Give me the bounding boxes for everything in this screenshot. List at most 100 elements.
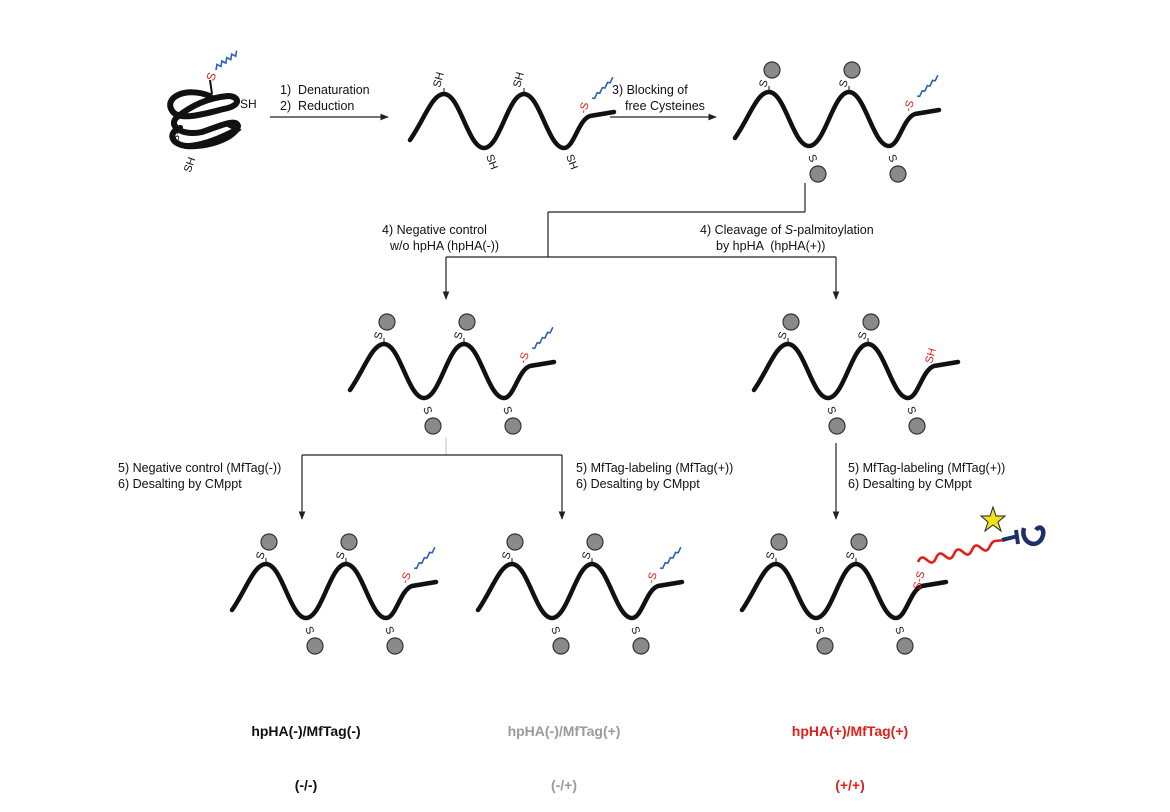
s-label: S [548, 625, 562, 636]
blocking-group [260, 533, 278, 551]
folded-protein: S SH S-S SH [167, 50, 257, 175]
mftag-label-group [916, 505, 1046, 564]
sh-label: SH [240, 97, 257, 111]
s-label: S [500, 551, 513, 561]
s-label: S [500, 405, 514, 416]
negative-control-label-2: w/o hpHA (hpHA(-)) [390, 239, 500, 253]
s-label: S [805, 153, 819, 164]
s-label: S [302, 625, 316, 636]
mftag-negative-label-1: 5) Negative control (MfTag(-)) [118, 461, 282, 475]
sh-label: SH [182, 156, 199, 175]
blocking-group [506, 533, 524, 551]
result-code: (-/-) [294, 777, 318, 793]
step-blocking-label-1: 3) Blocking of [612, 83, 688, 97]
palmitoyl-s-label: -S [399, 571, 413, 585]
result-name: hpHA(+)/MfTag(+) [791, 723, 909, 739]
palmitoyl-chain [413, 546, 436, 570]
blocking-group [843, 61, 861, 79]
blocking-group [386, 637, 404, 655]
blocking-group [862, 313, 880, 331]
cleavage-label-1: 4) Cleavage of S-palmitoylation [700, 223, 874, 237]
blocking-group [816, 637, 834, 655]
blocking-group [504, 417, 522, 435]
result-code: (+/+) [835, 777, 865, 793]
branch-connector-1 [442, 183, 840, 300]
result-neg-pos: hpHA(-)/MfTag(+) (-/+) [484, 686, 644, 812]
blocking-group [340, 533, 358, 551]
blocking-group [828, 417, 846, 435]
step-reduction-label: 2) Reduction [280, 99, 355, 113]
blocking-group [763, 61, 781, 79]
blocking-group [306, 637, 324, 655]
palmitoyl-chain [215, 50, 238, 71]
mftag-labeling-label-2: 5) MfTag-labeling (MfTag(+)) [848, 461, 1006, 475]
protein-chain [229, 561, 439, 621]
blocking-group [586, 533, 604, 551]
protein-chain [732, 89, 942, 149]
desalting-label-1: 6) Desalting by CMppt [118, 477, 242, 491]
sh-label: SH [563, 153, 580, 172]
s-label: S [824, 405, 838, 416]
s-label: S [844, 551, 857, 561]
s-label: S [382, 625, 396, 636]
protein-chain [407, 91, 617, 151]
s-label: S [628, 625, 642, 636]
palmitoyl-s-label: -S [517, 351, 531, 365]
blocking-group [850, 533, 868, 551]
ss-label: S-S [169, 122, 187, 143]
s-label: S [837, 79, 850, 89]
s-palmitoyl-label: S [203, 70, 219, 82]
protein-chain [347, 341, 557, 401]
palmitoyl-chain [531, 326, 554, 350]
s-label: S [904, 405, 918, 416]
negative-control-label-1: 4) Negative control [382, 223, 487, 237]
result-neg-neg: hpHA(-)/MfTag(-) (-/-) [226, 686, 386, 812]
protein-chain [751, 341, 961, 401]
palmitoyl-s-label: -S [645, 571, 659, 585]
sh-label: SH [431, 71, 447, 89]
s-label: S [856, 331, 869, 341]
fluorophore-star-icon [979, 505, 1007, 533]
s-label: S [372, 331, 385, 341]
s-label: S [254, 551, 267, 561]
protein-chain [475, 561, 685, 621]
step-denaturation-label: 1) Denaturation [280, 83, 370, 97]
s-label: S [420, 405, 434, 416]
step-blocking-label-2: free Cysteines [625, 99, 705, 113]
disulfide-label: S-S [911, 570, 927, 591]
s-label: S [892, 625, 906, 636]
blocking-group [896, 637, 914, 655]
blocking-group [782, 313, 800, 331]
s-label: S [452, 331, 465, 341]
blocking-group [908, 417, 926, 435]
cleavage-label-2: by hpHA (hpHA(+)) [716, 239, 826, 253]
palmitoyl-chain [916, 74, 939, 98]
result-name: hpHA(-)/MfTag(+) [507, 723, 621, 739]
palmitoyl-chain [659, 546, 682, 570]
free-thiol-label: SH [923, 347, 939, 365]
blocking-group [424, 417, 442, 435]
palmitoyl-s-label: -S [577, 101, 591, 115]
s-label: S [764, 551, 777, 561]
protein-chain [739, 561, 949, 621]
sh-label: SH [483, 153, 500, 172]
tag-hook [1021, 525, 1046, 547]
mftag-labeling-label-1: 5) MfTag-labeling (MfTag(+)) [576, 461, 734, 475]
palmitoyl-s-label: -S [902, 99, 916, 113]
s-label: S [776, 331, 789, 341]
blocking-group [552, 637, 570, 655]
palmitoyl-chain [591, 76, 614, 100]
s-label: S [885, 153, 899, 164]
result-name: hpHA(-)/MfTag(-) [251, 723, 361, 739]
s-label: S [580, 551, 593, 561]
blocking-group [770, 533, 788, 551]
s-label: S [812, 625, 826, 636]
blocking-group [632, 637, 650, 655]
result-pos-pos: hpHA(+)/MfTag(+) (+/+) [770, 686, 930, 812]
result-code: (-/+) [550, 777, 578, 793]
blocking-group [889, 165, 907, 183]
blocking-group [378, 313, 396, 331]
sh-label: SH [511, 71, 527, 89]
blocking-group [458, 313, 476, 331]
